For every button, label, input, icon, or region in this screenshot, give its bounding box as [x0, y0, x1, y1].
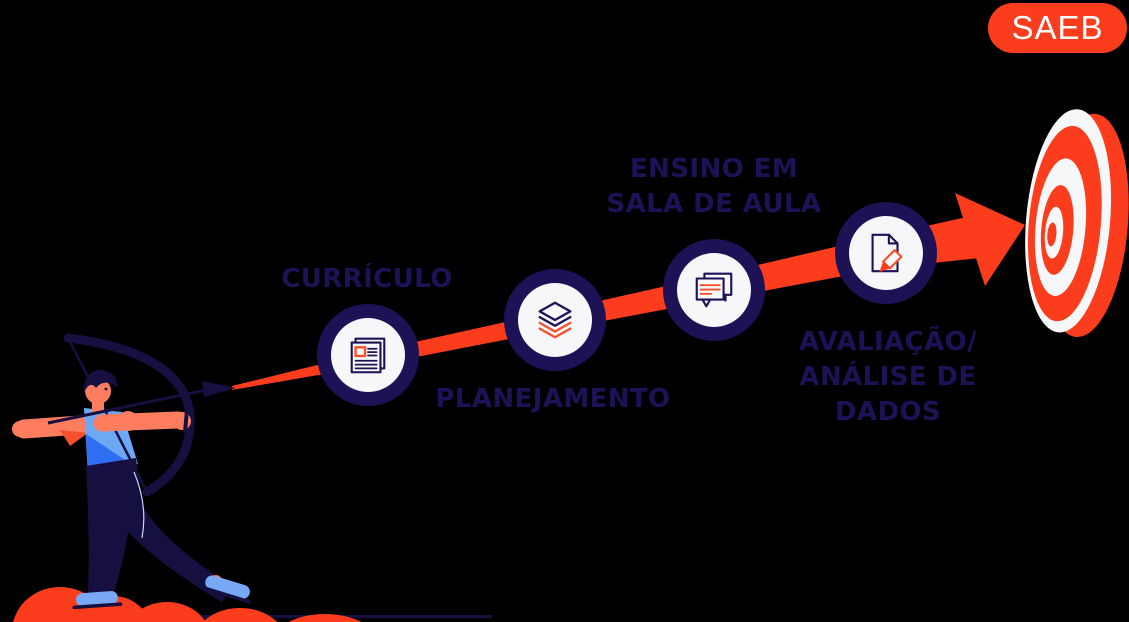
step-label-line: PLANEJAMENTO — [435, 384, 671, 414]
step-icon-wrap — [518, 283, 592, 357]
armpit-shade — [60, 430, 88, 446]
front-shoe — [72, 591, 123, 610]
step-circle-avaliacao — [835, 202, 937, 304]
step-label-avaliacao: AVALIAÇÃO/ ANÁLISE DE DADOS — [728, 325, 1048, 430]
back-hand — [12, 421, 28, 437]
document-pencil-icon — [871, 233, 903, 273]
back-shoe — [201, 575, 252, 604]
red-rocks — [13, 587, 362, 622]
bullseye-target — [1025, 109, 1129, 338]
hair — [83, 370, 118, 393]
step-label-line: SALA DE AULA — [606, 189, 822, 219]
step-icon-wrap — [677, 253, 751, 327]
stacked-layers-icon — [538, 301, 572, 339]
step-label-line: ANÁLISE DE — [799, 362, 977, 392]
step-label-ensino: ENSINO EM SALA DE AULA — [554, 152, 874, 222]
step-label-planejamento: PLANEJAMENTO — [393, 382, 713, 417]
newspaper-article-icon — [350, 337, 386, 374]
eye — [104, 387, 108, 391]
saeb-badge-label: SAEB — [1011, 9, 1104, 46]
legs — [86, 458, 232, 602]
arrow-shaft — [232, 214, 980, 390]
target-center — [1047, 222, 1057, 247]
front-arm — [93, 411, 187, 432]
step-label-curriculo: CURRÍCULO — [207, 262, 527, 297]
step-circle-curriculo — [317, 304, 419, 406]
step-icon-wrap — [849, 216, 923, 290]
step-label-line: DADOS — [834, 397, 942, 427]
bow-grip — [183, 409, 189, 433]
chat-bubbles-icon — [695, 272, 733, 308]
step-circle-planejamento — [504, 269, 606, 371]
bicep — [118, 411, 138, 431]
archer-illustration — [12, 333, 252, 610]
step-label-line: AVALIAÇÃO/ — [798, 327, 977, 357]
saeb-badge: SAEB — [988, 3, 1127, 53]
step-icon-wrap — [331, 318, 405, 392]
pants-seam — [133, 471, 145, 539]
released-arrow — [47, 381, 236, 425]
bow — [63, 333, 195, 497]
step-label-line: CURRÍCULO — [281, 264, 453, 294]
step-label-line: ENSINO EM — [629, 154, 799, 184]
step-circle-ensino — [663, 239, 765, 341]
back-arm — [14, 414, 105, 439]
red-trajectory-arrow — [232, 193, 1025, 390]
